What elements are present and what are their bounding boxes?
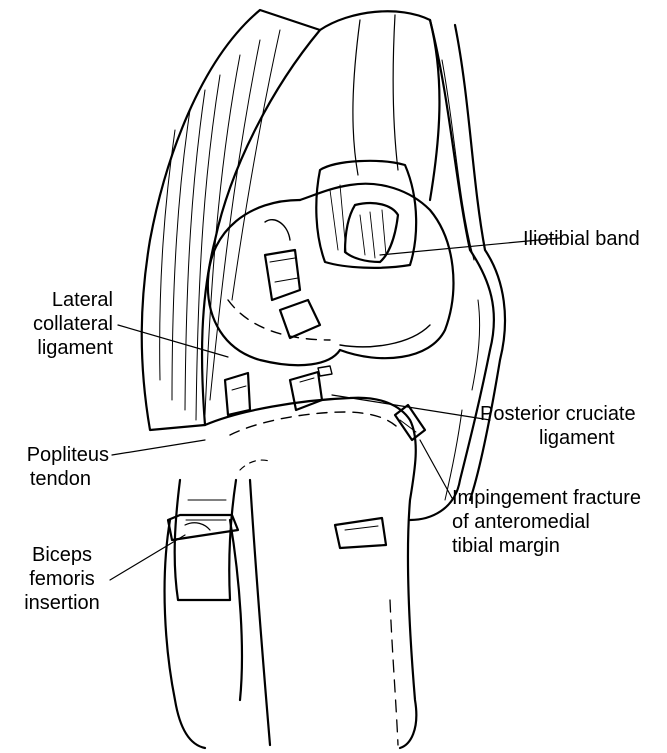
label-iliotibial-band: Iliotibial band: [523, 227, 640, 251]
lateral-collateral-ligament: [225, 250, 320, 415]
patella: [316, 161, 416, 268]
label-posterior-cruciate-ligament: Posterior cruciate ligament: [480, 402, 636, 450]
leader-posterior-cruciate: [332, 395, 490, 420]
quadriceps: [320, 11, 439, 200]
thigh-muscle-band: [142, 10, 320, 430]
label-biceps-femoris-insertion: Biceps femoris insertion: [16, 543, 108, 615]
label-lateral-collateral-ligament: Lateral collateral ligament: [17, 288, 113, 360]
label-impingement-fracture: Impingement fracture of anteromedial tib…: [452, 486, 641, 558]
tibial-defect: [335, 518, 386, 548]
popliteus-tendon: [175, 480, 236, 600]
label-popliteus-tendon: Popliteus tendon: [13, 443, 109, 491]
leader-impingement: [420, 440, 452, 498]
leader-popliteus: [112, 440, 205, 455]
